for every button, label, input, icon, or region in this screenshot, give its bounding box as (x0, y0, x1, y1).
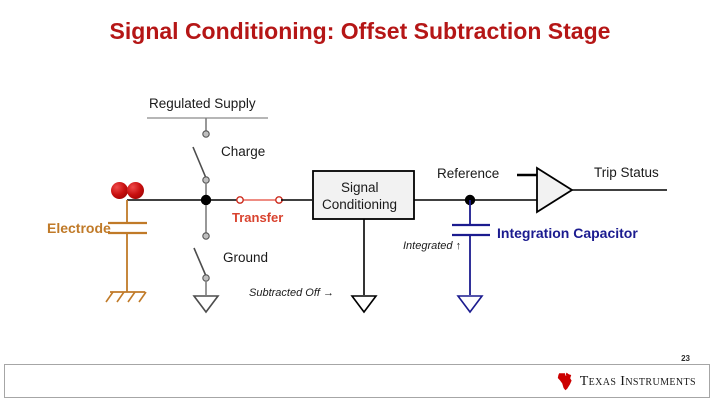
ti-company-name: Texas Instruments (579, 373, 696, 389)
circuit-diagram: Regulated Supply Charge Transfer Ground … (47, 96, 667, 314)
annotation-integrated: Integrated ↑ (403, 240, 462, 252)
label-regulated-supply: Regulated Supply (149, 96, 256, 111)
page-number: 23 (681, 354, 690, 363)
ground-symbol-integration (456, 295, 484, 314)
ground-switch-terminal-bottom (202, 274, 210, 282)
charge-particle-right (127, 182, 144, 199)
ground-switch-terminal-top (202, 232, 210, 240)
label-reference: Reference (437, 166, 500, 181)
earth-ground-hatch-4 (138, 291, 147, 303)
main-junction-node (200, 194, 212, 206)
label-ground-switch: Ground (223, 250, 269, 265)
signal-conditioning-box (312, 170, 415, 220)
label-transfer-switch: Transfer (232, 210, 284, 225)
label-electrode: Electrode (47, 220, 111, 236)
circuit-schematic-svg (105, 117, 667, 314)
label-charge-switch: Charge (221, 144, 266, 159)
label-signal-conditioning-line2: Conditioning (322, 197, 398, 212)
texas-instruments-logo: Texas Instruments (557, 372, 696, 391)
label-integration-capacitor: Integration Capacitor (497, 225, 638, 241)
transfer-switch-terminal-left (236, 196, 244, 204)
charge-switch-terminal-bottom (202, 176, 210, 184)
annotation-subtracted-off: Subtracted Off → (249, 287, 334, 299)
footer-bar (4, 364, 710, 398)
page-title: Signal Conditioning: Offset Subtraction … (109, 18, 611, 44)
comparator-triangle (536, 166, 574, 214)
earth-ground-hatch-1 (105, 291, 114, 303)
ground-symbol-signal-conditioning (350, 295, 378, 314)
charge-switch-blade (192, 146, 207, 179)
ground-symbol-switch (192, 295, 220, 314)
ti-texas-shape-icon (557, 372, 572, 391)
ground-switch-blade (193, 247, 207, 277)
earth-ground-hatch-2 (116, 291, 125, 303)
label-trip-status: Trip Status (594, 165, 659, 180)
earth-ground-hatch-3 (127, 291, 136, 303)
charge-particle-left (111, 182, 128, 199)
label-signal-conditioning-line1: Signal (341, 180, 379, 195)
charge-switch-terminal-top (202, 130, 210, 138)
